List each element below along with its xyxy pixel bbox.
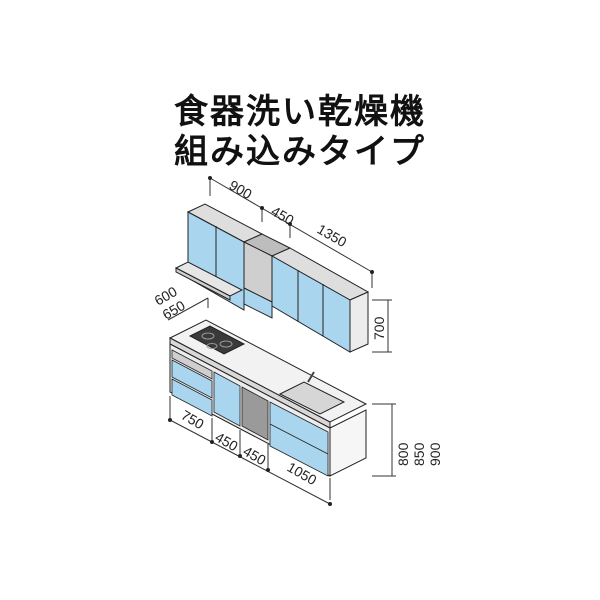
sink bbox=[278, 371, 346, 415]
cooktop bbox=[188, 325, 246, 355]
upper-width-label-3: 1350 bbox=[315, 221, 350, 251]
upper-width-label-1: 900 bbox=[227, 177, 255, 203]
diagram-title-line-2: 組み込みタイプ bbox=[174, 132, 426, 172]
base-front bbox=[169, 343, 367, 477]
base-height-label-800: 800 bbox=[395, 442, 411, 466]
wall-shelf bbox=[174, 261, 244, 301]
base-width-dimension-dots bbox=[168, 418, 332, 506]
base-width-label-2: 450 bbox=[213, 429, 241, 455]
upper-height-label: 700 bbox=[371, 316, 387, 340]
upper-height-dimension bbox=[372, 299, 392, 353]
base-width-label-3: 450 bbox=[241, 443, 269, 469]
range-hood bbox=[242, 233, 292, 303]
upper-width-label-2: 450 bbox=[269, 203, 297, 229]
upper-width-dimension-dots bbox=[208, 176, 374, 274]
upper-cabinet-right bbox=[243, 247, 370, 353]
diagram-title-line-1: 食器洗い乾燥機 bbox=[174, 92, 426, 132]
base-height-dimension bbox=[372, 403, 396, 477]
depth-dimension bbox=[167, 297, 209, 321]
base-width-dimension-lines bbox=[169, 396, 331, 505]
base-height-label-900: 900 bbox=[427, 442, 443, 466]
base-height-label-850: 850 bbox=[411, 442, 427, 466]
